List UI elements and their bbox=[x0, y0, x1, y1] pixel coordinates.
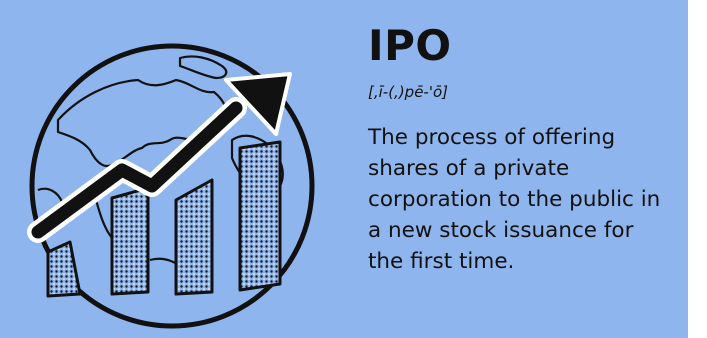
pronunciation: [,ī-(,)pē-'ō] bbox=[368, 83, 448, 101]
globe-outline bbox=[29, 43, 315, 329]
globe-growth-chart-icon bbox=[27, 43, 315, 329]
term-title: IPO bbox=[368, 21, 452, 70]
definition-panel: IPO [,ī-(,)pē-'ō] The process of offerin… bbox=[368, 22, 678, 277]
rising-arrow-icon bbox=[27, 72, 292, 243]
definition-text: The process of offering shares of a priv… bbox=[368, 125, 661, 274]
ipo-definition-card: IPO [,ī-(,)pē-'ō] The process of offerin… bbox=[0, 0, 688, 338]
bar-chart-icon bbox=[46, 140, 282, 298]
